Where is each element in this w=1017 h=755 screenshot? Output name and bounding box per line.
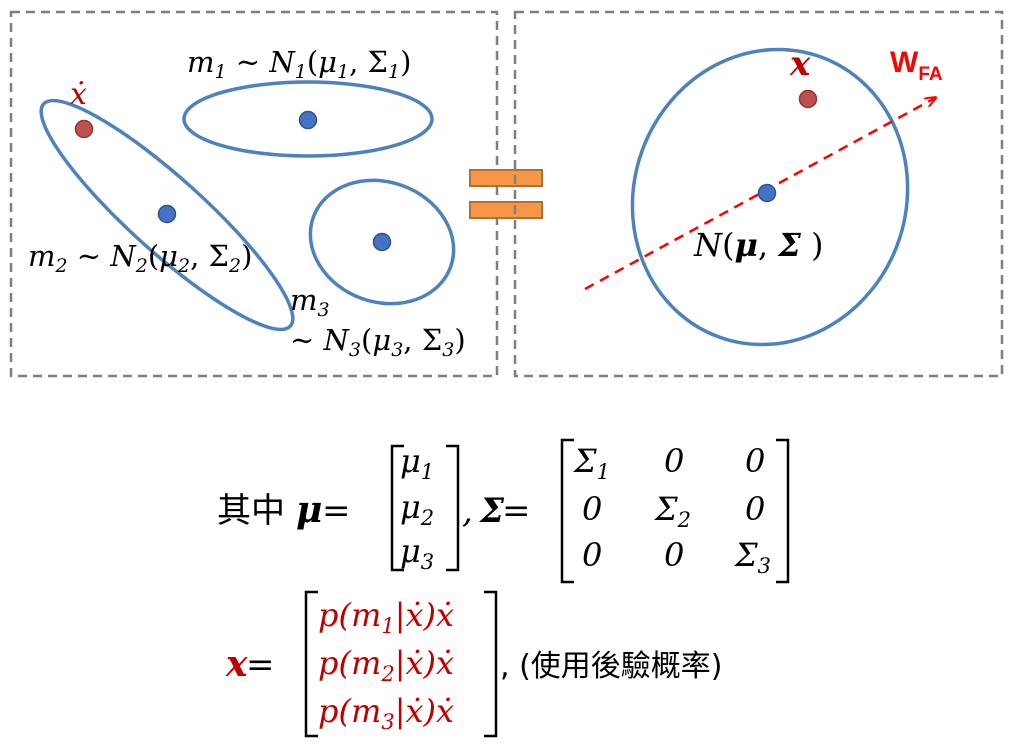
supervector-row-2: p(m2|ẋ)ẋ	[318, 644, 454, 686]
sample-point-label: ẋ	[70, 77, 87, 112]
component-3-label-dist: ∼ N3(μ3, Σ3)	[290, 323, 466, 361]
component-2-ellipse	[39, 98, 295, 332]
wfa-direction-arrow	[584, 98, 935, 291]
equals-sign-icon	[469, 169, 543, 219]
wfa-label: WFA	[890, 46, 943, 85]
formula1-equals-2: =	[502, 491, 531, 531]
mu-vector-entry-2: μ2	[400, 488, 434, 530]
combined-gaussian-ellipse	[630, 47, 910, 347]
sigma-matrix-cell-r1c3: 0	[745, 442, 765, 480]
sigma-matrix-cell-r1c1: Σ1	[573, 442, 610, 484]
sigma-matrix-cell-r2c2: Σ2	[654, 490, 691, 532]
formula-supervector: x = p(m1|ẋ)ẋ p(m2|ẋ)ẋ p(m3|ẋ)ẋ , (使用後驗概率…	[225, 590, 722, 738]
supervector-row-1: p(m1|ẋ)ẋ	[318, 596, 454, 638]
formula-mu-sigma: 其中 μ = μ1 μ2 μ3 , Σ = Σ1 0 0 0 Σ2 0 0 0 …	[217, 438, 790, 584]
mu-vector-left-bracket	[390, 444, 404, 572]
sigma-matrix-cell-r2c1: 0	[582, 490, 602, 528]
supervector-left-bracket	[304, 590, 318, 738]
sigma-matrix-cell-r3c2: 0	[664, 536, 684, 574]
supervector-point-dot	[798, 89, 818, 109]
component-1-label: m1 ∼ N1(μ1, Σ1)	[187, 45, 411, 83]
sigma-matrix-cell-r3c3: Σ3	[734, 536, 771, 578]
supervector-right-bracket	[484, 590, 498, 738]
component-2-label: m2 ∼ N2(μ2, Σ2)	[28, 239, 252, 277]
formula1-prefix: 其中	[217, 491, 285, 531]
right-panel-border	[513, 10, 1004, 378]
combined-gaussian-label: N(μ, Σ )	[693, 226, 824, 264]
mu-vector-entry-3: μ3	[400, 532, 434, 574]
formula2-lhs: x	[225, 643, 248, 685]
supervector-row-3: p(m3|ẋ)ẋ	[318, 692, 454, 734]
formula1-comma: ,	[462, 491, 473, 531]
sigma-matrix-left-bracket	[560, 438, 574, 584]
component-3-label-var: m3	[290, 283, 330, 321]
supervector-label: x	[789, 44, 811, 84]
sample-point-dot	[74, 119, 94, 139]
mu-vector-right-bracket	[446, 444, 460, 572]
component-1-ellipse	[182, 80, 434, 158]
formula1-sigma-symbol: Σ	[478, 491, 505, 531]
component-3-mean-dot	[372, 232, 392, 252]
combined-mean-dot	[757, 183, 777, 203]
component-2-mean-dot	[157, 204, 177, 224]
sigma-matrix-cell-r2c3: 0	[745, 490, 765, 528]
formula1-mu-symbol: μ	[296, 489, 322, 531]
sigma-matrix-cell-r1c2: 0	[664, 442, 684, 480]
component-3-ellipse	[308, 178, 456, 306]
component-1-mean-dot	[298, 110, 318, 130]
left-panel-border	[9, 10, 499, 378]
sigma-matrix-right-bracket	[776, 438, 790, 584]
mu-vector-entry-1: μ1	[400, 442, 434, 484]
formula2-equals: =	[246, 645, 275, 685]
formula2-note: , (使用後驗概率)	[500, 649, 722, 684]
sigma-matrix-cell-r3c1: 0	[582, 536, 602, 574]
formula1-equals-1: =	[322, 491, 351, 531]
